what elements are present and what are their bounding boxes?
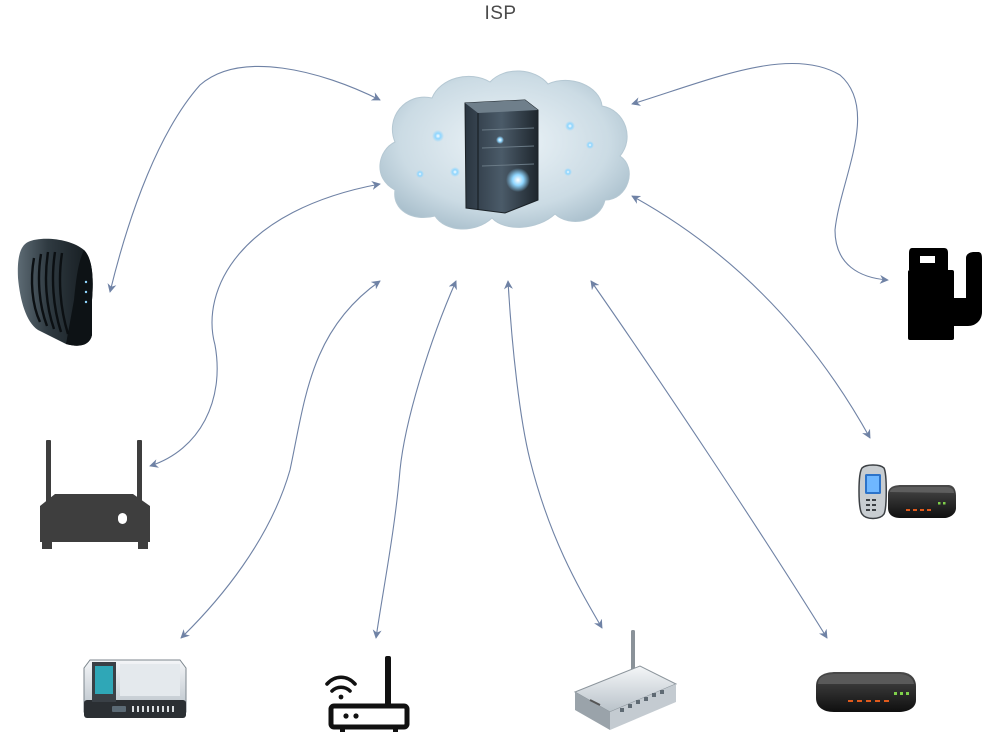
- network-switch-icon: [83, 659, 187, 718]
- connector-dsl-modem: [590, 280, 828, 639]
- connector-access-point: [503, 280, 603, 629]
- connector-wireless-router: [372, 280, 457, 639]
- cable-modem-icon: [17, 238, 93, 346]
- cloud-server-icon: [379, 70, 630, 230]
- diagram-title: ISP: [484, 3, 517, 24]
- connector-network-switch: [180, 280, 381, 639]
- wifi-router-icon: [40, 440, 150, 549]
- dsl-modem-icon: [816, 672, 916, 712]
- connector-usb-modem: [631, 62, 889, 284]
- wireless-router-icon: [325, 656, 410, 732]
- connector-cable-modem: [107, 65, 381, 293]
- phone-with-modem-icon: [858, 464, 956, 520]
- connectors: [107, 62, 889, 639]
- connector-phone-modem: [631, 195, 871, 439]
- usb-modem-icon: [908, 248, 982, 340]
- access-point-icon: [573, 630, 678, 730]
- connector-wifi-router: [149, 181, 381, 468]
